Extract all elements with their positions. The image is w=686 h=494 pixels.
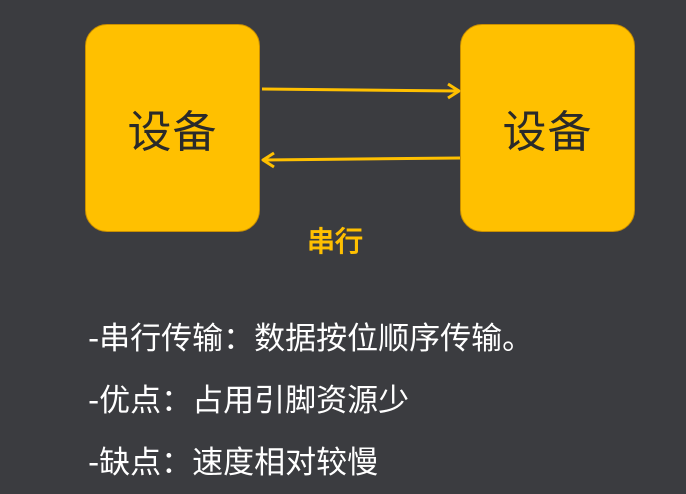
arrow-right-to-left	[261, 151, 461, 169]
diagram-caption: 串行	[306, 225, 363, 258]
right-device-label: 设备	[502, 107, 593, 158]
note-serial-definition: -串行传输：数据按位顺序传输。	[88, 321, 534, 357]
left-device-label: 设备	[127, 107, 218, 158]
arrow-left-to-right	[261, 82, 461, 100]
note-disadvantage: -缺点：速度相对较慢	[88, 445, 379, 481]
note-advantage: -优点：占用引脚资源少	[88, 383, 410, 419]
left-device-box: 设备	[85, 24, 260, 232]
right-device-box: 设备	[460, 24, 635, 232]
